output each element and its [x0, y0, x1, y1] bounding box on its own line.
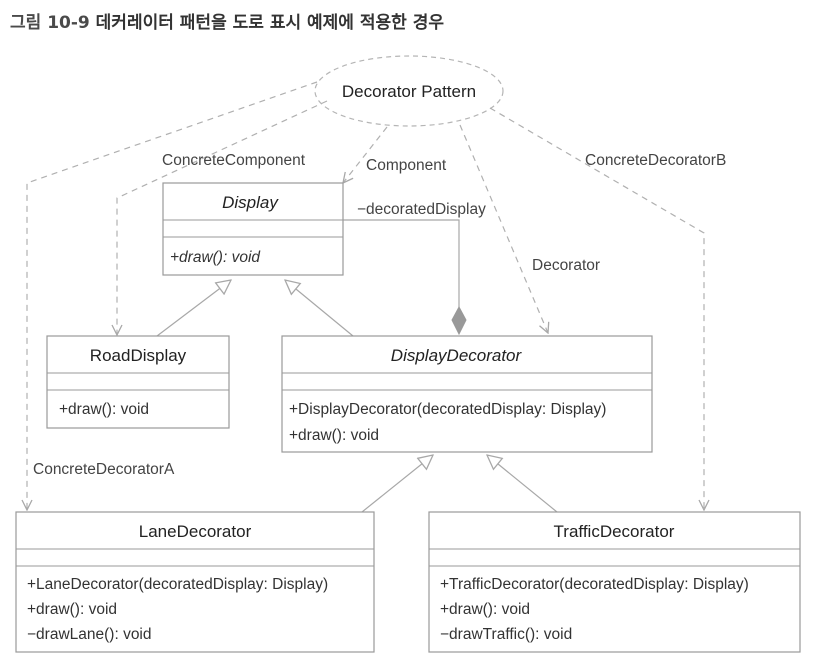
role-label-concrete-decorator-a: ConcreteDecoratorA	[33, 461, 175, 478]
generalization-lane-decorator	[361, 455, 433, 513]
figure-number: 그림 10-9	[10, 13, 90, 33]
lane-decorator-op-draw: +draw(): void	[27, 601, 117, 618]
lane-decorator-op-constructor: +LaneDecorator(decoratedDisplay: Display…	[27, 576, 328, 593]
class-name-display-decorator: DisplayDecorator	[391, 346, 523, 365]
role-label-decorator: Decorator	[532, 257, 600, 274]
traffic-decorator-op-draw-traffic: −drawTraffic(): void	[440, 626, 572, 643]
figure-title: 데커레이터 패턴을 도로 표시 예제에 적용한 경우	[95, 13, 444, 33]
class-name-lane-decorator: LaneDecorator	[139, 522, 252, 541]
generalization-road-display	[156, 280, 231, 337]
generalization-display-decorator	[285, 280, 354, 337]
display-decorator-op-constructor: +DisplayDecorator(decoratedDisplay: Disp…	[289, 401, 606, 418]
class-display-decorator: DisplayDecorator +DisplayDecorator(decor…	[281, 335, 653, 453]
class-traffic-decorator: TrafficDecorator +TrafficDecorator(decor…	[428, 511, 801, 653]
role-label-concrete-component: ConcreteComponent	[162, 152, 306, 169]
binding-concrete-component	[117, 100, 328, 335]
class-lane-decorator: LaneDecorator +LaneDecorator(decoratedDi…	[15, 511, 375, 653]
collaboration-label: Decorator Pattern	[342, 82, 476, 101]
traffic-decorator-op-constructor: +TrafficDecorator(decoratedDisplay: Disp…	[440, 576, 749, 593]
collaboration-decorator-pattern: Decorator Pattern	[314, 55, 504, 127]
class-road-display: RoadDisplay +draw(): void	[46, 335, 230, 429]
figure-caption: 그림 10-9 데커레이터 패턴을 도로 표시 예제에 적용한 경우	[10, 8, 444, 33]
generalizations	[156, 280, 558, 513]
generalization-traffic-decorator	[487, 455, 558, 513]
role-label-concrete-decorator-b: ConcreteDecoratorB	[585, 152, 726, 169]
class-name-road-display: RoadDisplay	[90, 346, 187, 365]
binding-component	[343, 126, 388, 183]
display-op-draw: +draw(): void	[170, 249, 261, 266]
aggregation-decorated-display: −decoratedDisplay	[343, 201, 486, 336]
display-decorator-op-draw: +draw(): void	[289, 427, 379, 444]
lane-decorator-op-draw-lane: −drawLane(): void	[27, 626, 152, 643]
traffic-decorator-op-draw: +draw(): void	[440, 601, 530, 618]
binding-concrete-decorator-b	[489, 107, 704, 510]
class-name-display: Display	[222, 193, 279, 212]
binding-concrete-decorator-a	[27, 81, 318, 510]
role-label-component: Component	[366, 157, 447, 174]
association-role-label: −decoratedDisplay	[357, 201, 486, 218]
role-bindings	[27, 81, 704, 510]
class-name-traffic-decorator: TrafficDecorator	[554, 522, 675, 541]
road-display-op-draw: +draw(): void	[59, 401, 149, 418]
binding-decorator	[459, 124, 548, 333]
class-display: Display +draw(): void	[162, 182, 344, 276]
